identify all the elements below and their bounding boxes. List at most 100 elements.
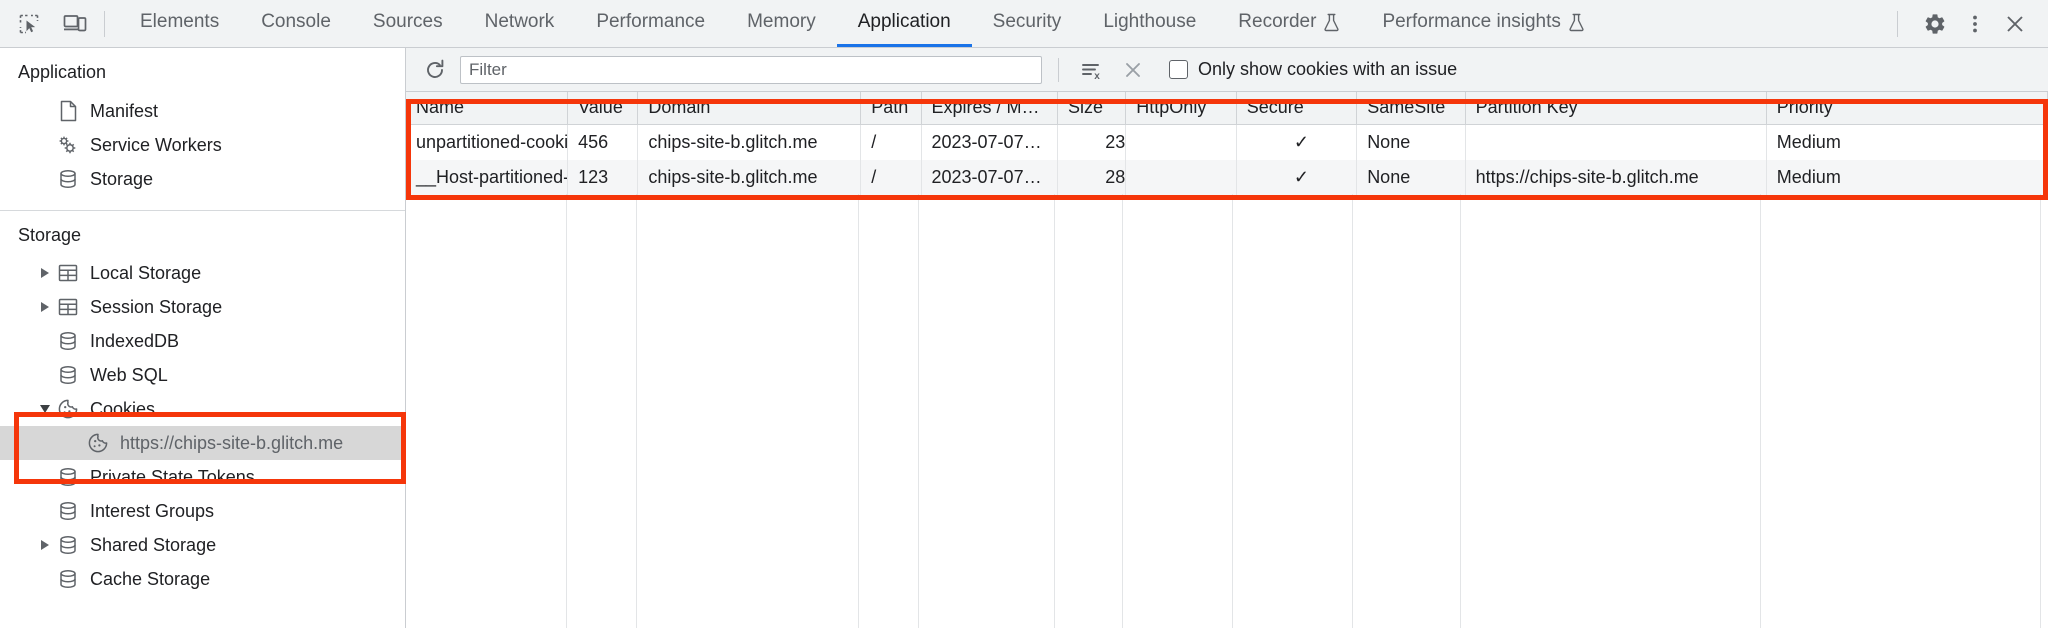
cell-expires[interactable]: 2023-07-07…	[921, 124, 1059, 160]
filterbar-divider	[1058, 57, 1059, 82]
column-header-samesite[interactable]: SameSite	[1356, 92, 1466, 125]
tab-memory[interactable]: Memory	[726, 0, 837, 47]
cell-value[interactable]: 456	[567, 124, 639, 160]
cell-expires[interactable]: 2023-07-07…	[921, 159, 1059, 195]
column-header-expires[interactable]: Expires / M…	[921, 92, 1059, 125]
tab-console[interactable]: Console	[240, 0, 352, 47]
cell-priority[interactable]: Medium	[1766, 159, 2048, 195]
sidebar-item-private-state-tokens[interactable]: Private State Tokens	[0, 460, 405, 494]
sidebar-item-session-storage[interactable]: Session Storage	[0, 290, 405, 324]
chevron-right-icon[interactable]	[36, 264, 54, 282]
cell-secure[interactable]: ✓	[1236, 159, 1358, 195]
delete-selected-cookie-icon[interactable]	[1117, 55, 1149, 85]
tabbar-right-divider	[1897, 10, 1898, 37]
tab-label: Sources	[372, 11, 443, 32]
tabbar-divider	[104, 10, 105, 37]
chevron-right-icon[interactable]	[36, 536, 54, 554]
tab-sources[interactable]: Sources	[352, 0, 464, 47]
chevron-right-icon[interactable]	[36, 298, 54, 316]
empty-column-divider	[1233, 194, 1353, 628]
cell-httponly[interactable]	[1125, 159, 1237, 195]
empty-column-divider	[859, 194, 919, 628]
sidebar-item-https-chips-site-b-glitch-me[interactable]: https://chips-site-b.glitch.me	[0, 426, 405, 461]
cell-httponly[interactable]	[1125, 124, 1237, 160]
cell-path[interactable]: /	[860, 124, 922, 160]
cell-secure[interactable]: ✓	[1236, 124, 1358, 160]
empty-column-divider	[1123, 194, 1233, 628]
sidebar-item-cookies[interactable]: Cookies	[0, 392, 405, 426]
tab-label: Console	[261, 11, 331, 32]
twisty-spacer	[36, 468, 54, 486]
database-icon	[56, 330, 80, 352]
tab-recorder[interactable]: Recorder	[1217, 0, 1361, 47]
sidebar-item-local-storage[interactable]: Local Storage	[0, 256, 405, 290]
database-icon	[56, 534, 80, 556]
more-options-icon[interactable]	[1958, 7, 1992, 41]
database-icon	[56, 500, 80, 522]
tab-network[interactable]: Network	[464, 0, 576, 47]
tab-application[interactable]: Application	[836, 0, 972, 47]
empty-grid-area	[406, 194, 2048, 628]
only-show-cookies-with-issue-checkbox[interactable]: Only show cookies with an issue	[1169, 59, 1457, 80]
settings-gear-icon[interactable]	[1918, 7, 1952, 41]
twisty-spacer	[36, 366, 54, 384]
refresh-icon[interactable]	[420, 55, 450, 85]
tab-label: Network	[484, 11, 555, 32]
sidebar-item-storage[interactable]: Storage	[0, 162, 405, 196]
tab-performance[interactable]: Performance	[575, 0, 726, 47]
column-header-size[interactable]: Size	[1057, 92, 1127, 125]
column-header-name[interactable]: Name	[406, 92, 569, 125]
sidebar-item-service-workers[interactable]: Service Workers	[0, 128, 405, 162]
column-header-path[interactable]: Path	[860, 92, 922, 125]
column-header-value[interactable]: Value	[567, 92, 639, 125]
sidebar-item-label: Local Storage	[90, 263, 202, 284]
chevron-down-icon[interactable]	[36, 400, 54, 418]
manifest-document-icon	[56, 100, 80, 122]
tab-performance-insights[interactable]: Performance insights	[1361, 0, 1605, 47]
device-toolbar-icon[interactable]	[60, 9, 90, 39]
cell-priority[interactable]: Medium	[1766, 124, 2048, 160]
sidebar-item-shared-storage[interactable]: Shared Storage	[0, 528, 405, 562]
cell-value[interactable]: 123	[567, 159, 639, 195]
twisty-spacer	[36, 332, 54, 350]
column-header-httponly[interactable]: HttpOnly	[1125, 92, 1237, 125]
tab-lighthouse[interactable]: Lighthouse	[1082, 0, 1217, 47]
cell-name[interactable]: __Host-partitioned-cookie	[406, 159, 569, 195]
cell-name[interactable]: unpartitioned-cookie	[406, 124, 569, 160]
column-header-secure[interactable]: Secure	[1236, 92, 1358, 125]
tab-label: Memory	[747, 11, 816, 32]
inspect-element-icon[interactable]	[14, 9, 44, 39]
empty-column-divider	[1461, 194, 1761, 628]
cell-samesite[interactable]: None	[1356, 159, 1466, 195]
close-devtools-icon[interactable]	[1998, 7, 2032, 41]
tab-elements[interactable]: Elements	[119, 0, 240, 47]
cell-samesite[interactable]: None	[1356, 124, 1466, 160]
column-header-priority[interactable]: Priority	[1766, 92, 2048, 125]
cell-size[interactable]: 28	[1057, 159, 1127, 195]
cell-domain[interactable]: chips-site-b.glitch.me	[637, 124, 862, 160]
database-icon	[56, 168, 80, 190]
sidebar-item-indexeddb[interactable]: IndexedDB	[0, 324, 405, 358]
tab-security[interactable]: Security	[972, 0, 1083, 47]
cell-domain[interactable]: chips-site-b.glitch.me	[637, 159, 862, 195]
filter-input[interactable]	[460, 55, 1042, 84]
cell-path[interactable]: /	[860, 159, 922, 195]
twisty-spacer	[36, 102, 54, 120]
cell-partitionkey[interactable]: https://chips-site-b.glitch.me	[1465, 159, 1767, 195]
sidebar-item-label: Shared Storage	[90, 535, 217, 556]
clear-all-cookies-icon[interactable]: x	[1075, 55, 1107, 85]
table-row[interactable]: __Host-partitioned-cookie123chips-site-b…	[406, 159, 2048, 195]
cell-partitionkey[interactable]	[1465, 124, 1767, 160]
sidebar-item-label: Web SQL	[90, 365, 168, 386]
sidebar-item-interest-groups[interactable]: Interest Groups	[0, 494, 405, 528]
sidebar-item-web-sql[interactable]: Web SQL	[0, 358, 405, 392]
sidebar-item-cache-storage[interactable]: Cache Storage	[0, 562, 405, 596]
cell-size[interactable]: 23	[1057, 124, 1127, 160]
sidebar-item-manifest[interactable]: Manifest	[0, 94, 405, 128]
column-header-domain[interactable]: Domain	[637, 92, 862, 125]
column-header-partitionkey[interactable]: Partition Key	[1465, 92, 1767, 125]
